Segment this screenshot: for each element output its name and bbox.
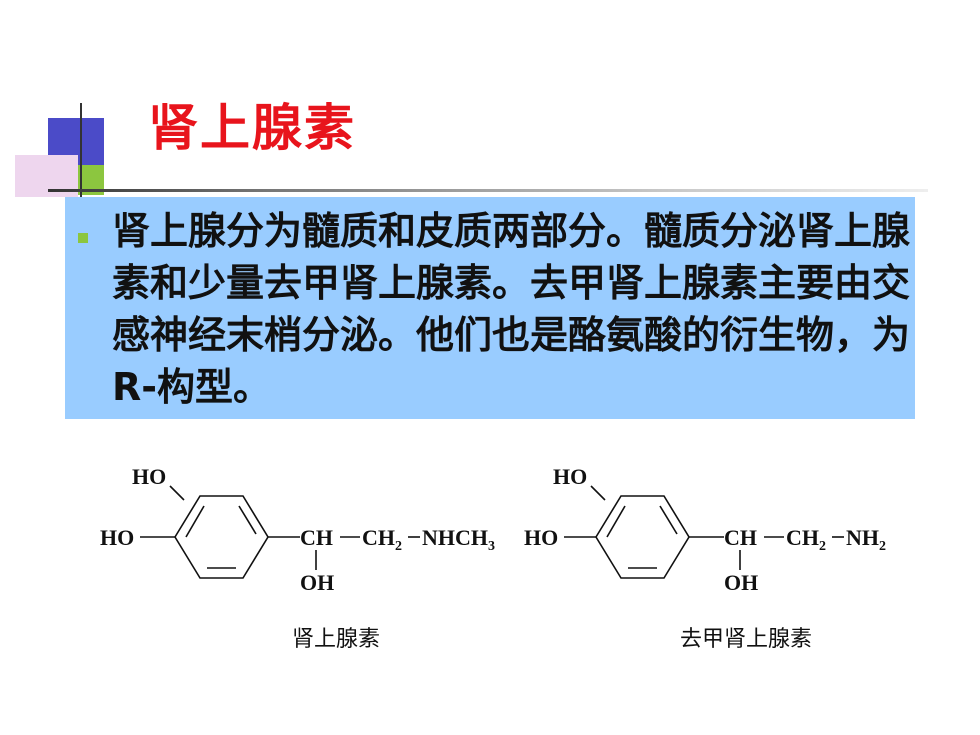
- structure-caption: 去甲肾上腺素: [680, 627, 812, 652]
- bond-ho-top: [590, 485, 606, 501]
- structure-norepinephrine: HO HO CH CH2 NH2 OH 去甲肾上腺素: [524, 464, 886, 652]
- ho-top-label: HO: [553, 464, 587, 489]
- ch-label: CH: [300, 525, 333, 550]
- ring-double-bond: [659, 505, 678, 535]
- structure-caption: 肾上腺素: [292, 627, 380, 652]
- ring-double-bond: [185, 505, 205, 538]
- ho-top-label: HO: [132, 464, 166, 489]
- amine-label: NHCH3: [422, 525, 495, 554]
- oh-label: OH: [300, 570, 334, 595]
- ch-label: CH: [724, 525, 757, 550]
- ho-left-label: HO: [524, 525, 558, 550]
- chemical-structures: HO HO CH CH2 NHCH3 OH 肾上腺素 HO HO CH CH2 …: [100, 464, 886, 652]
- structure-epinephrine: HO HO CH CH2 NHCH3 OH 肾上腺素: [100, 464, 495, 652]
- ch2-label: CH2: [786, 525, 826, 554]
- ch2-label: CH2: [362, 525, 402, 554]
- benzene-ring: [174, 495, 269, 579]
- bond-ho-top: [169, 485, 185, 501]
- bullet-square-icon: [78, 233, 88, 243]
- title-underline: [48, 189, 928, 192]
- text-box: [65, 197, 915, 419]
- benzene-ring: [595, 495, 690, 579]
- ho-left-label: HO: [100, 525, 134, 550]
- decor-vertical-line: [80, 103, 82, 213]
- ring-double-bond: [606, 505, 626, 538]
- amine-label: NH2: [846, 525, 886, 554]
- oh-label: OH: [724, 570, 758, 595]
- ring-double-bond: [238, 505, 257, 535]
- bullet-paragraph: 肾上腺分为髓质和皮质两部分。髓质分泌肾上腺素和少量去甲肾上腺素。去甲肾上腺素主要…: [112, 209, 911, 409]
- slide-title: 肾上腺素: [148, 99, 356, 157]
